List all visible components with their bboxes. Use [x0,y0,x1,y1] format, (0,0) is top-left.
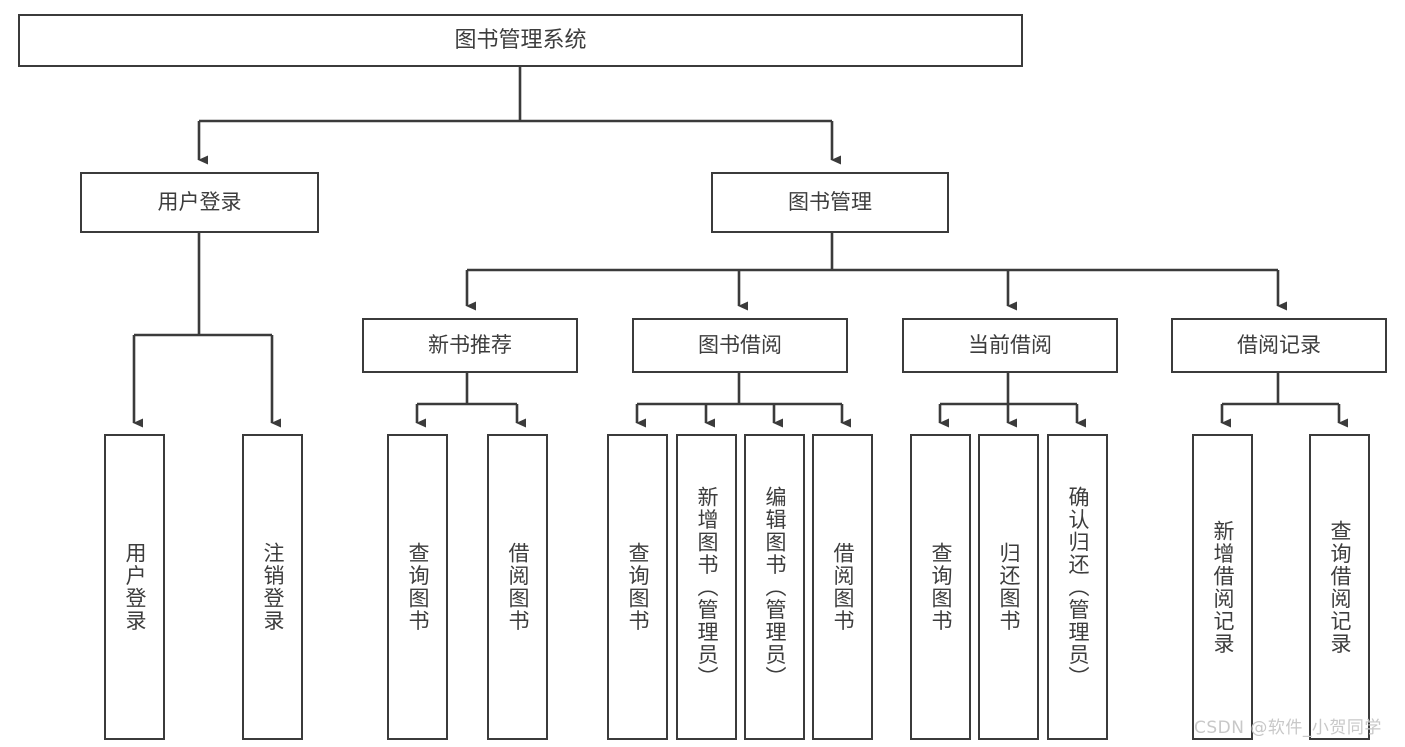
node-label: 归还图书 [997,542,1021,632]
node-label: 注销登录 [261,542,285,632]
node-label: 查询图书 [406,542,430,632]
node-book-management[interactable]: 图书管理 [711,172,949,233]
node-label: 图书管理 [788,190,872,215]
node-label: 借阅图书 [831,542,855,632]
node-label: 新书推荐 [428,333,512,358]
node-leaf-borrowrecord-add-record[interactable]: 新增借阅记录 [1192,434,1253,740]
node-leaf-borrowrecord-query-record[interactable]: 查询借阅记录 [1309,434,1370,740]
node-label: 图书借阅 [698,333,782,358]
node-leaf-currentborrow-query-book[interactable]: 查询图书 [910,434,971,740]
node-borrow-record[interactable]: 借阅记录 [1171,318,1387,373]
node-label: 新增借阅记录 [1211,519,1235,655]
node-leaf-currentborrow-confirm-return[interactable]: 确认归还（管理员） [1047,434,1108,740]
node-leaf-bookborrow-query-book[interactable]: 查询图书 [607,434,668,740]
node-leaf-newbook-query-book[interactable]: 查询图书 [387,434,448,740]
node-leaf-user-login[interactable]: 用户登录 [104,434,165,740]
node-label: 查询借阅记录 [1328,519,1352,655]
node-label: 编辑图书（管理员） [763,485,787,689]
csdn-watermark: CSDN @软件_小贺同学 [1194,718,1382,738]
node-label: 借阅记录 [1237,333,1321,358]
node-label: 查询图书 [626,542,650,632]
node-label: 当前借阅 [968,333,1052,358]
node-label: 用户登录 [157,190,242,215]
node-user-login[interactable]: 用户登录 [80,172,319,233]
node-label: 图书管理系统 [454,27,587,53]
node-leaf-newbook-borrow-book[interactable]: 借阅图书 [487,434,548,740]
node-root-system[interactable]: 图书管理系统 [18,14,1023,67]
node-leaf-bookborrow-add-book[interactable]: 新增图书（管理员） [676,434,737,740]
node-label: 用户登录 [123,542,147,632]
node-new-book-recommend[interactable]: 新书推荐 [362,318,578,373]
node-label: 查询图书 [929,542,953,632]
node-leaf-bookborrow-borrow-book[interactable]: 借阅图书 [812,434,873,740]
node-label: 确认归还（管理员） [1066,485,1090,689]
node-current-borrow[interactable]: 当前借阅 [902,318,1118,373]
node-label: 借阅图书 [506,542,530,632]
node-leaf-logout[interactable]: 注销登录 [242,434,303,740]
node-book-borrow[interactable]: 图书借阅 [632,318,848,373]
node-leaf-bookborrow-edit-book[interactable]: 编辑图书（管理员） [744,434,805,740]
node-leaf-currentborrow-return-book[interactable]: 归还图书 [978,434,1039,740]
node-label: 新增图书（管理员） [695,485,719,689]
